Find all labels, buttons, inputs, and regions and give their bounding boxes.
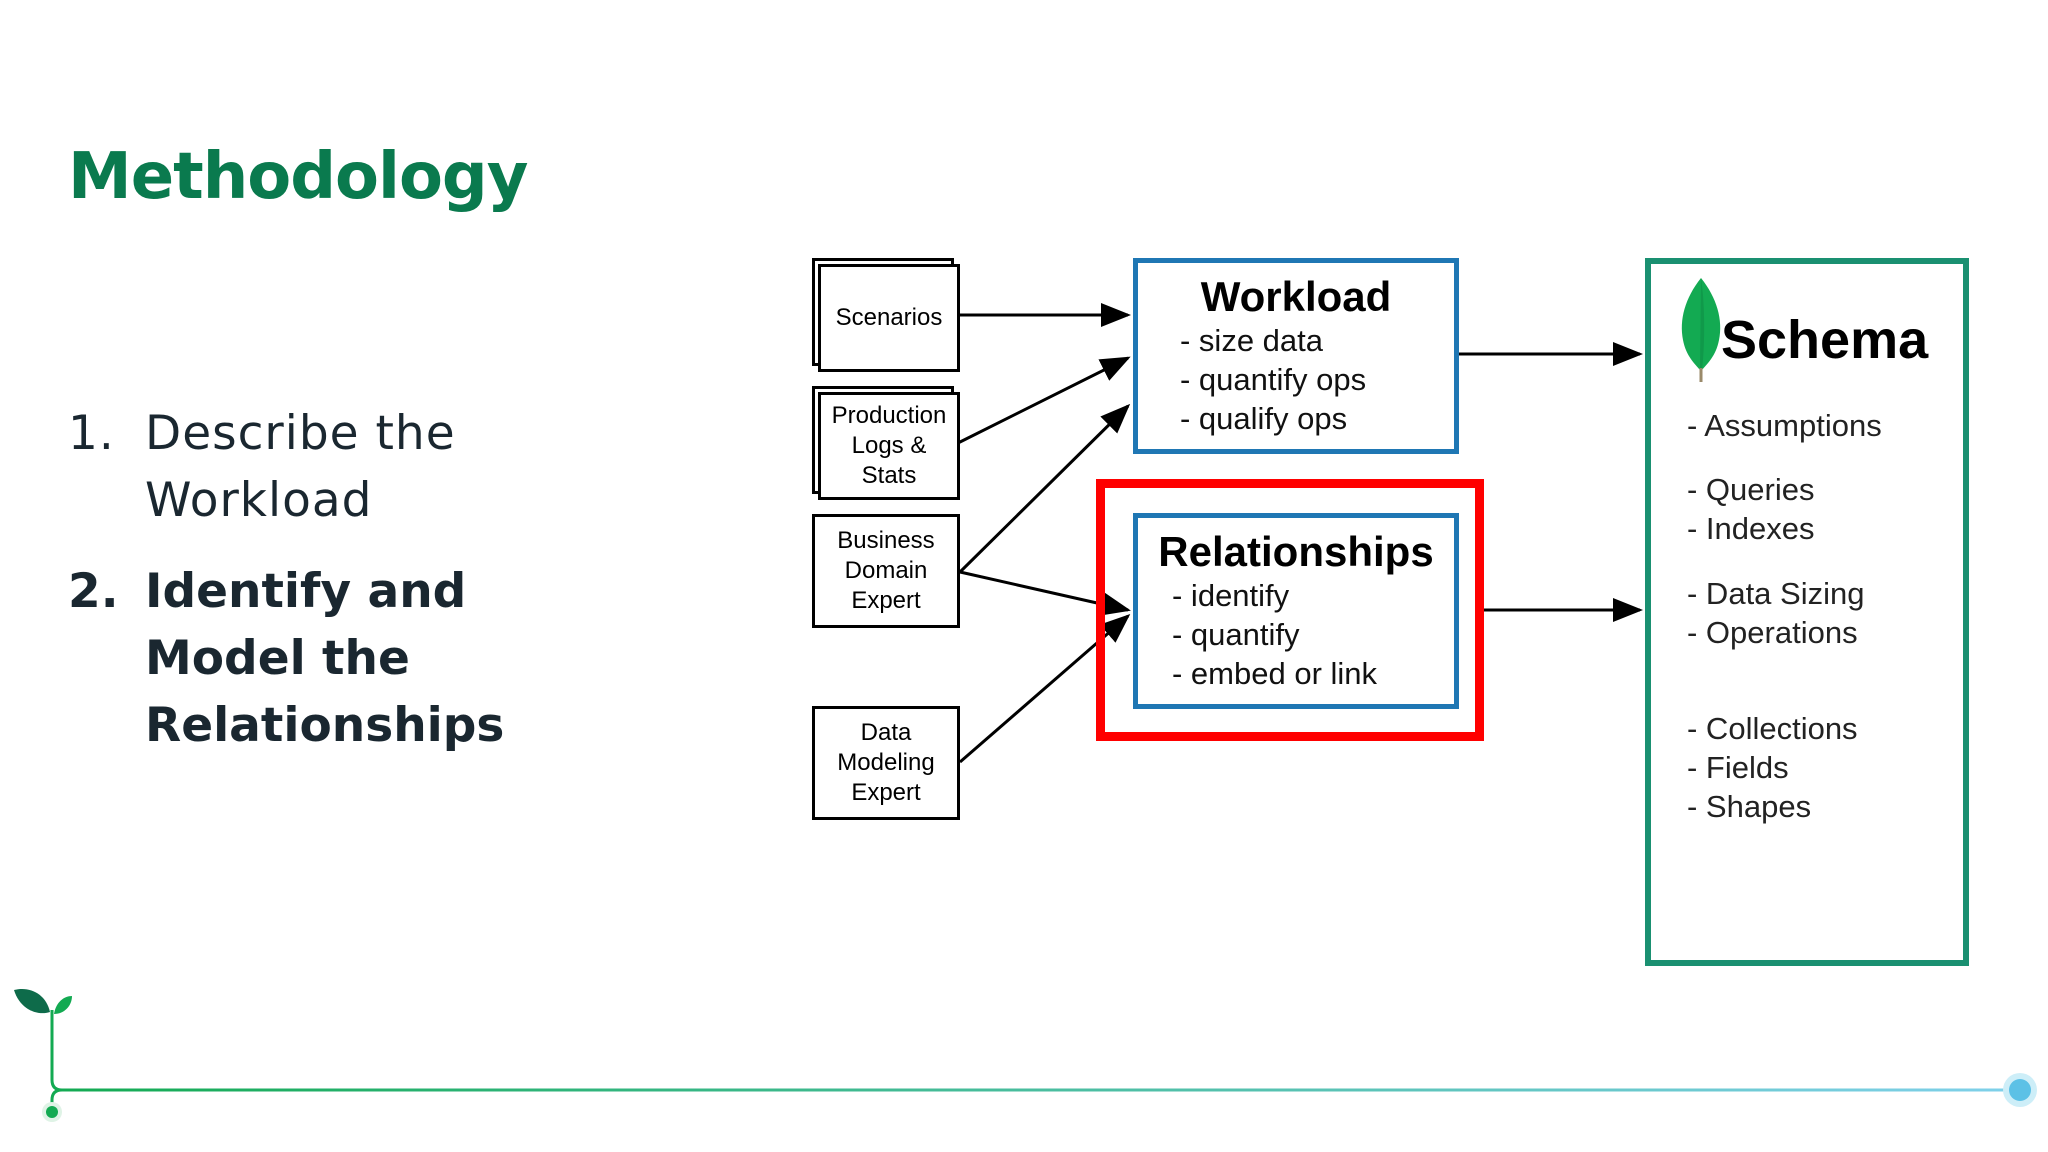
relationships-title: Relationships [1158,528,1434,575]
input-business-domain-expert: Business Domain Expert [812,514,960,628]
input-production-logs: Production Logs & Stats [818,392,960,500]
schema-item-fields: - Fields [1687,750,1789,785]
mongodb-leaf-icon [1681,278,1721,382]
schema-box: Schema - Assumptions - Queries - Indexes… [1645,258,1969,966]
schema-item-queries: - Queries [1687,472,1815,507]
schema-item-indexes: - Indexes [1687,511,1815,546]
sprout-leaf-right-icon [54,996,72,1014]
step-1-text: Describe the Workload [145,406,456,528]
relationships-highlight-frame [1096,479,1484,741]
arrow-logs-workload [957,356,1131,445]
workload-item-3: - qualify ops [1180,401,1348,436]
input-data-modeling-expert: Data Modeling Expert [812,706,960,820]
schema-item-shapes: - Shapes [1687,789,1812,824]
relationships-box: Relationships - identify - quantify - em… [1133,513,1459,709]
timeline-decoration [14,988,2037,1122]
step-1: 1. Describe the Workload [68,400,605,534]
relationships-item-2: - quantify [1172,617,1300,652]
schema-item-collections: - Collections [1687,711,1858,746]
workload-item-2: - quantify ops [1180,362,1367,397]
slide-title: Methodology [68,140,528,214]
sprout-stem [50,1010,2010,1092]
methodology-steps: 1. Describe the Workload 2. Identify and… [68,400,605,783]
input-production-logs-label: Production Logs & Stats [831,402,947,489]
schema-item-assumptions: - Assumptions [1687,408,1882,443]
step-1-number: 1. [68,406,115,461]
schema-item-operations: - Operations [1687,615,1858,650]
input-data-modeling-expert-label: Data Modeling Expert [837,719,935,806]
workload-box: Workload - size data - quantify ops - qu… [1133,258,1459,454]
timeline-end-dot-core [2009,1079,2031,1101]
workload-item-1: - size data [1180,323,1324,358]
step-2-number: 2. [68,564,119,619]
relationships-item-3: - embed or link [1172,656,1378,691]
schema-item-data-sizing: - Data Sizing [1687,576,1865,611]
input-scenarios: Scenarios [818,264,960,372]
sprout-leaf-left-icon [14,988,50,1014]
relationships-item-1: - identify [1172,578,1290,613]
workload-title: Workload [1200,273,1392,320]
input-business-domain-expert-label: Business Domain Expert [837,527,935,614]
step-2-text: Identify and Model the Relationships [145,564,505,753]
sprout-stem-down [50,1088,63,1110]
step-2: 2. Identify and Model the Relationships [68,558,605,759]
timeline-start-dot-core [46,1106,58,1118]
schema-group-3: - Data Sizing - Operations [1687,574,1864,652]
input-scenarios-label: Scenarios [835,304,943,331]
arrow-business-workload [958,403,1131,574]
schema-title: Schema [1721,310,1929,370]
schema-group-4: - Collections - Fields - Shapes [1687,709,1858,826]
schema-group-1: - Assumptions [1687,406,1882,445]
schema-group-2: - Queries - Indexes [1687,470,1815,548]
